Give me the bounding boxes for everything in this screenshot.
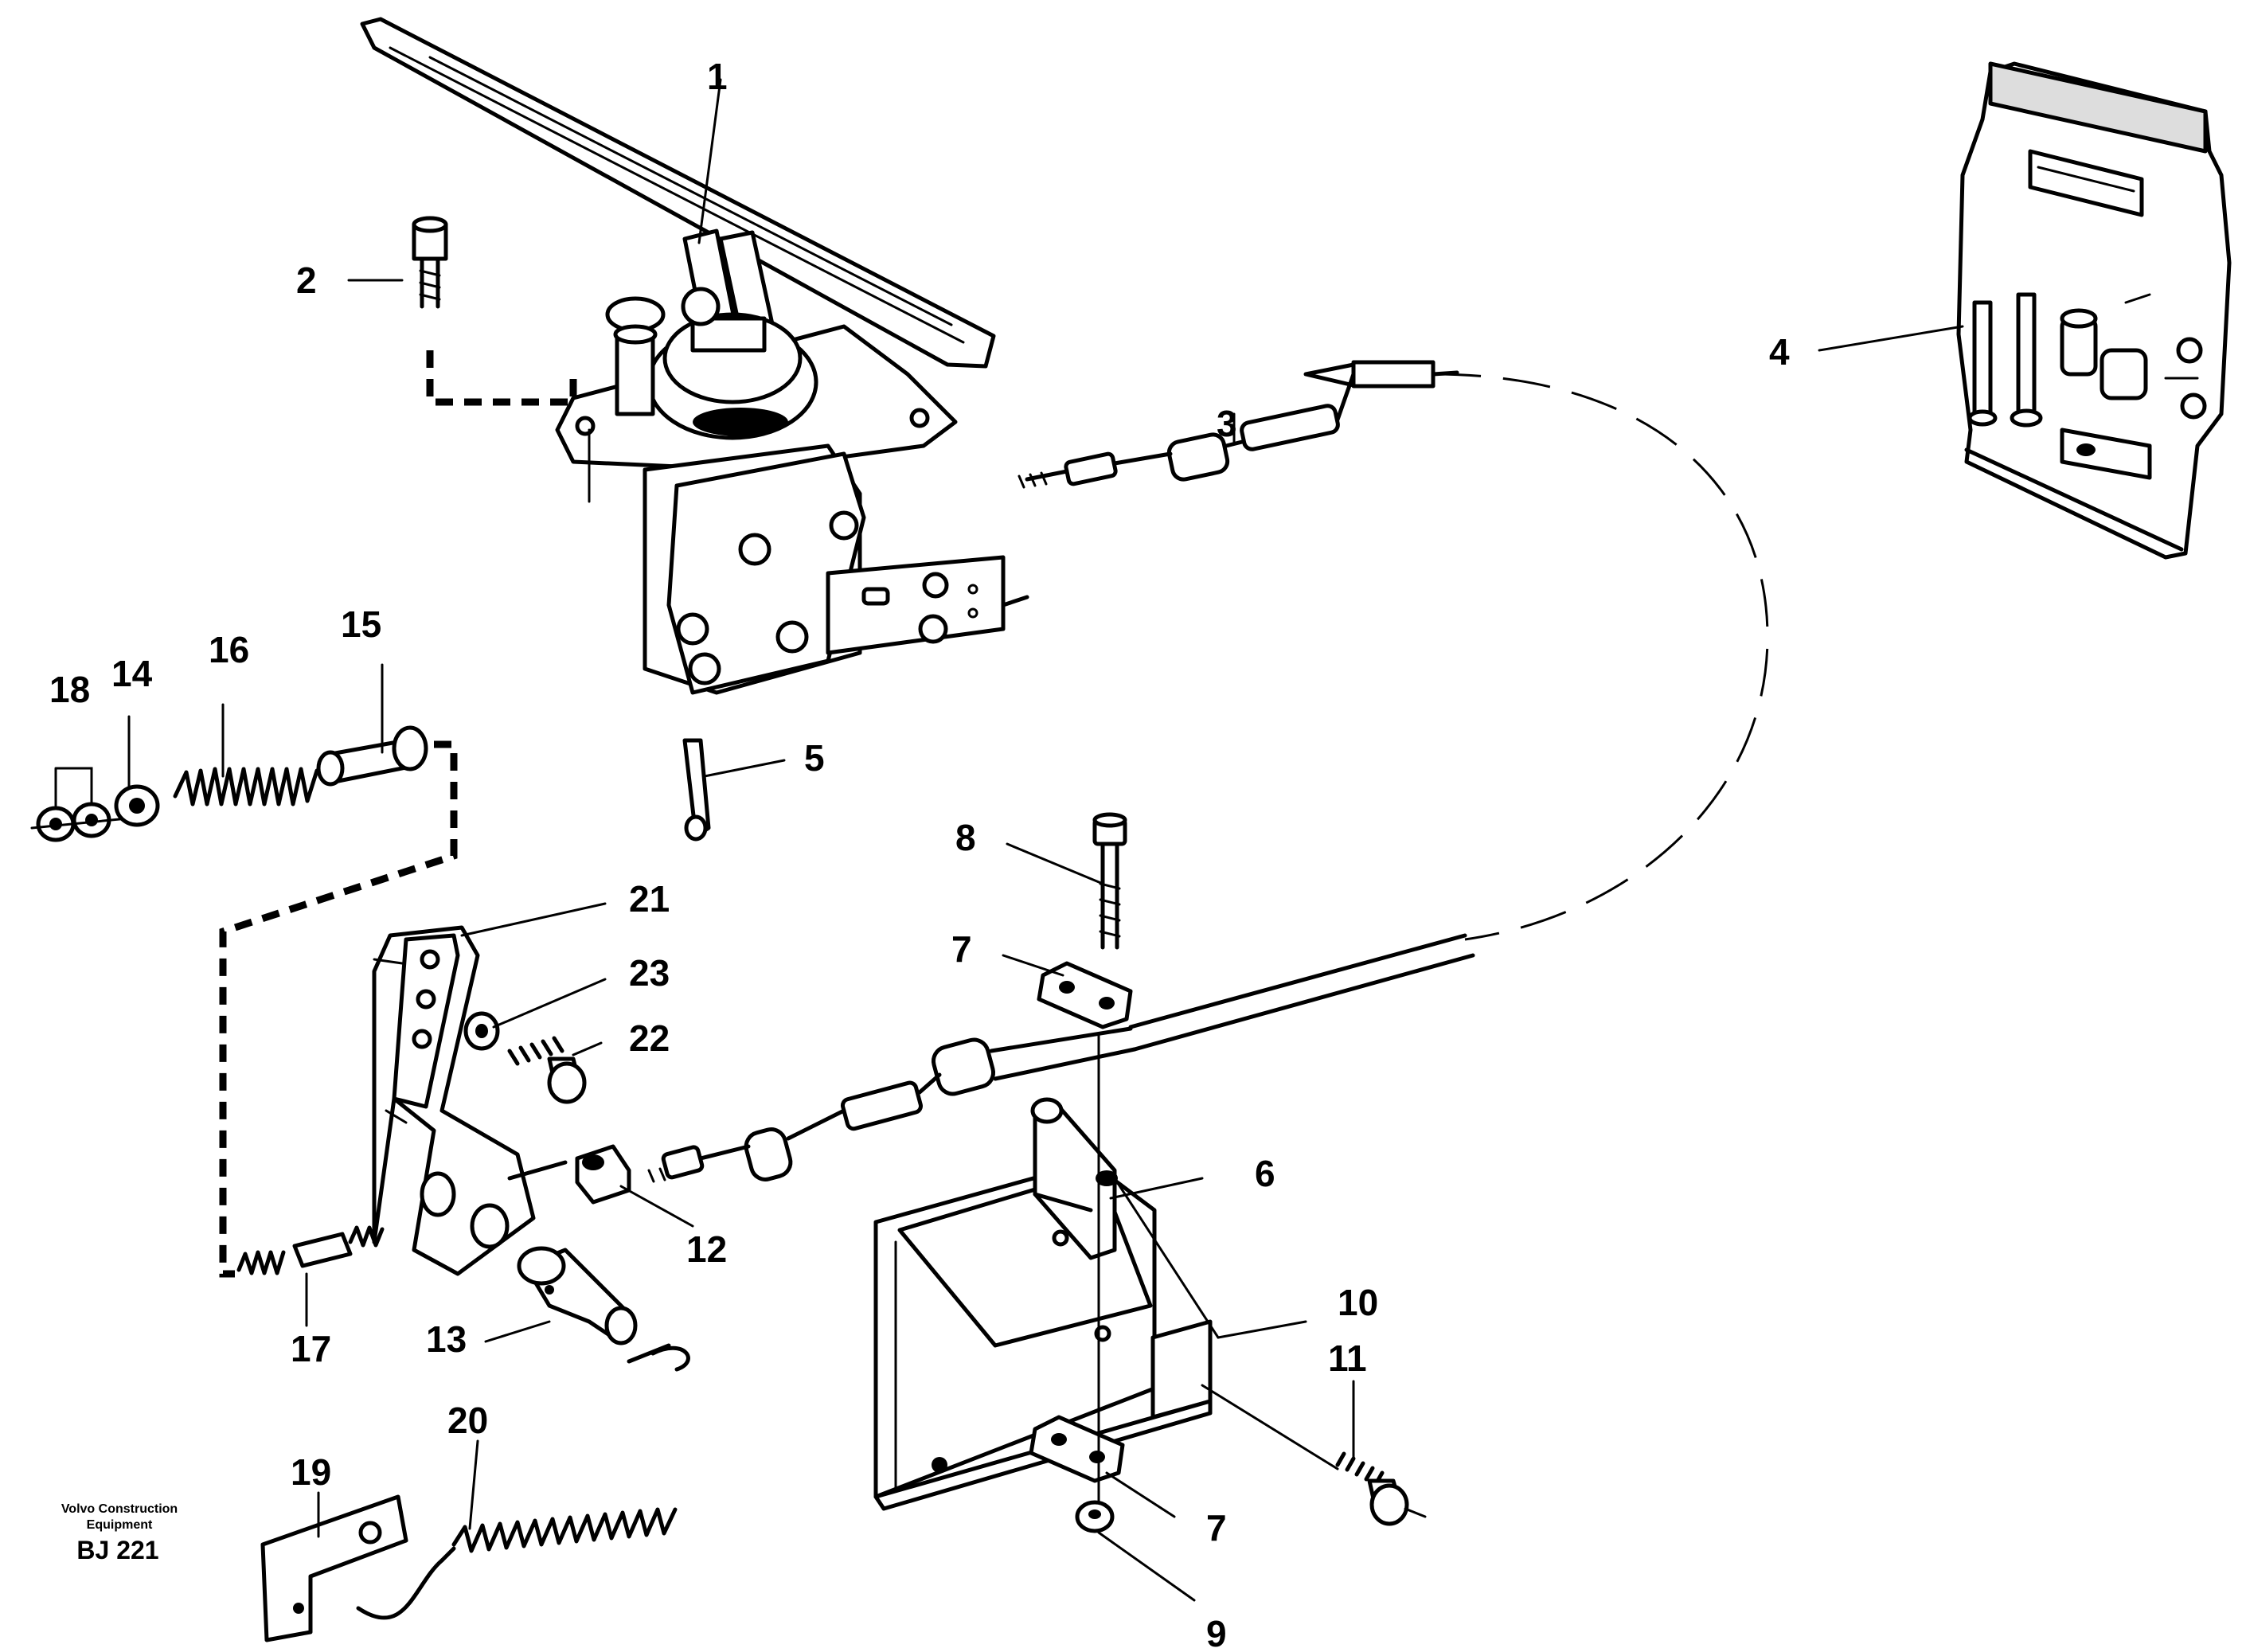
callout-16: 16 (209, 629, 249, 670)
callout-numbers: 1 2 3 4 5 6 7 7 8 9 10 11 12 13 14 15 16… (49, 56, 1790, 1652)
callout-12: 12 (686, 1228, 727, 1270)
clamp-plate-7-lower (1029, 1415, 1125, 1483)
washer-nuts-18 (30, 767, 129, 842)
spring-16 (173, 767, 319, 806)
throttle-cable-upper (1018, 360, 1459, 489)
callout-23: 23 (629, 952, 670, 994)
callout-11: 11 (1328, 1338, 1367, 1379)
tension-spring-20 (356, 1343, 690, 1620)
washer-14 (114, 784, 160, 827)
spring-assembly-link (219, 740, 458, 1278)
brand-code: BJ 221 (76, 1536, 158, 1564)
nut-9 (1075, 1500, 1115, 1533)
lever-bracket-21 (372, 925, 568, 1276)
callout-13: 13 (426, 1318, 467, 1360)
repair-kit-bag (1956, 61, 2232, 560)
brand-line-1: Volvo Construction (61, 1502, 178, 1516)
throttle-cable-lower (647, 933, 1475, 1183)
callout-5: 5 (804, 737, 825, 779)
callout-8: 8 (955, 817, 976, 858)
pin-13 (517, 1246, 638, 1345)
callout-19: 19 (291, 1451, 331, 1493)
callout-17: 17 (291, 1328, 331, 1369)
callout-6: 6 (1255, 1153, 1275, 1194)
pedal-bracket (643, 443, 1029, 695)
spring-bracket-19 (260, 1494, 408, 1642)
callout-22: 22 (629, 1017, 670, 1059)
brand-line-2: Equipment (87, 1518, 153, 1532)
clamp-plate-7-upper (1037, 961, 1133, 1029)
accelerator-pedal (360, 17, 996, 503)
spring-17 (236, 1225, 385, 1275)
callout-1: 1 (707, 56, 728, 97)
callout-7-lower: 7 (1206, 1507, 1227, 1549)
cable-clamp-6 (1030, 1097, 1118, 1260)
callout-20: 20 (447, 1400, 488, 1441)
cotter-pin-5 (682, 738, 711, 842)
sleeve-15 (316, 725, 428, 787)
nut-12 (575, 1144, 631, 1205)
brand-stamp: Volvo Construction Equipment BJ 221 (61, 1502, 178, 1564)
leader-lines (127, 78, 1964, 1602)
callout-2: 2 (296, 260, 317, 301)
callout-4: 4 (1769, 331, 1790, 373)
bolt-22 (507, 1036, 587, 1104)
callout-15: 15 (341, 603, 381, 645)
bolt-2 (412, 216, 577, 406)
bolt-8 (1092, 812, 1127, 1514)
callout-21: 21 (629, 878, 670, 920)
callout-14: 14 (111, 653, 153, 694)
callout-3: 3 (1217, 403, 1237, 444)
bolt-11 (1201, 1384, 1427, 1526)
callout-7-upper: 7 (951, 928, 972, 970)
callout-10: 10 (1338, 1282, 1378, 1323)
throttle-cable-loop (1432, 373, 1769, 941)
callout-9: 9 (1206, 1613, 1227, 1652)
callout-18: 18 (49, 669, 90, 710)
washer-23 (463, 1011, 500, 1051)
